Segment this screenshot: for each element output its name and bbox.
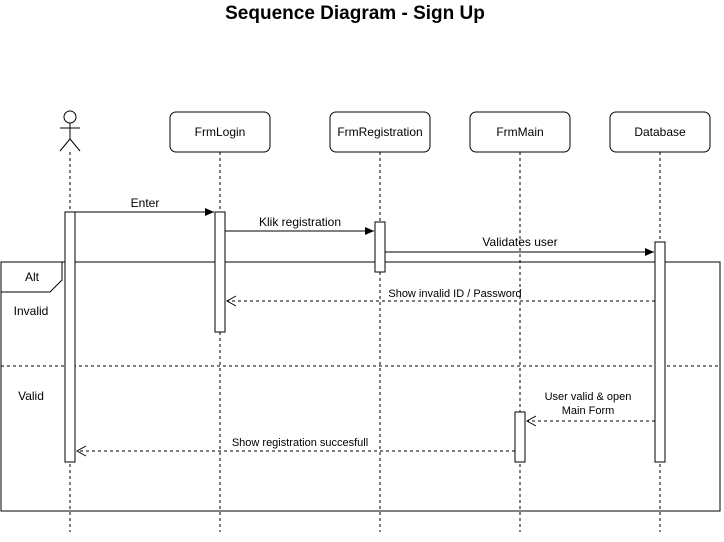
activation-actor bbox=[64, 211, 76, 463]
activation-frmlogin bbox=[214, 211, 226, 333]
participant-label: Database bbox=[634, 125, 686, 139]
message-label-line2: Main Form bbox=[562, 405, 615, 417]
message-label: Validates user bbox=[482, 235, 557, 249]
activation-frmregistration bbox=[374, 221, 386, 273]
participant-database[interactable]: Database bbox=[609, 111, 711, 153]
participant-label: FrmRegistration bbox=[337, 125, 422, 139]
alt-operator-label: Alt bbox=[25, 270, 40, 284]
message-label: Show invalid ID / Password bbox=[388, 288, 521, 300]
activation-frmmain bbox=[514, 411, 526, 463]
message-klik-registration: Klik registration bbox=[225, 215, 374, 235]
actor-icon[interactable] bbox=[59, 110, 81, 152]
message-show-registration: Show registration succesfull bbox=[75, 437, 515, 457]
message-enter: Enter bbox=[75, 196, 214, 216]
participant-frmlogin[interactable]: FrmLogin bbox=[169, 111, 271, 153]
guard-valid: Valid bbox=[18, 389, 44, 403]
message-validates-user: Validates user bbox=[385, 235, 654, 256]
activations bbox=[64, 211, 666, 463]
participant-label: FrmMain bbox=[496, 125, 543, 139]
message-label: Show registration succesfull bbox=[232, 437, 368, 449]
message-label: Enter bbox=[131, 196, 160, 210]
alt-fragment bbox=[0, 261, 721, 512]
participant-label: FrmLogin bbox=[195, 125, 246, 139]
participant-frmregistration[interactable]: FrmRegistration bbox=[329, 111, 431, 153]
message-label: Klik registration bbox=[259, 215, 341, 229]
message-user-valid: User valid & open Main Form bbox=[525, 391, 655, 427]
diagram-title: Sequence Diagram - Sign Up bbox=[225, 3, 485, 24]
guard-invalid: Invalid bbox=[14, 304, 49, 318]
participant-frmmain[interactable]: FrmMain bbox=[469, 111, 571, 153]
alt-operator-tab bbox=[1, 261, 63, 293]
activation-database bbox=[654, 241, 666, 463]
message-show-invalid: Show invalid ID / Password bbox=[225, 288, 655, 307]
message-label-line1: User valid & open bbox=[545, 391, 632, 403]
